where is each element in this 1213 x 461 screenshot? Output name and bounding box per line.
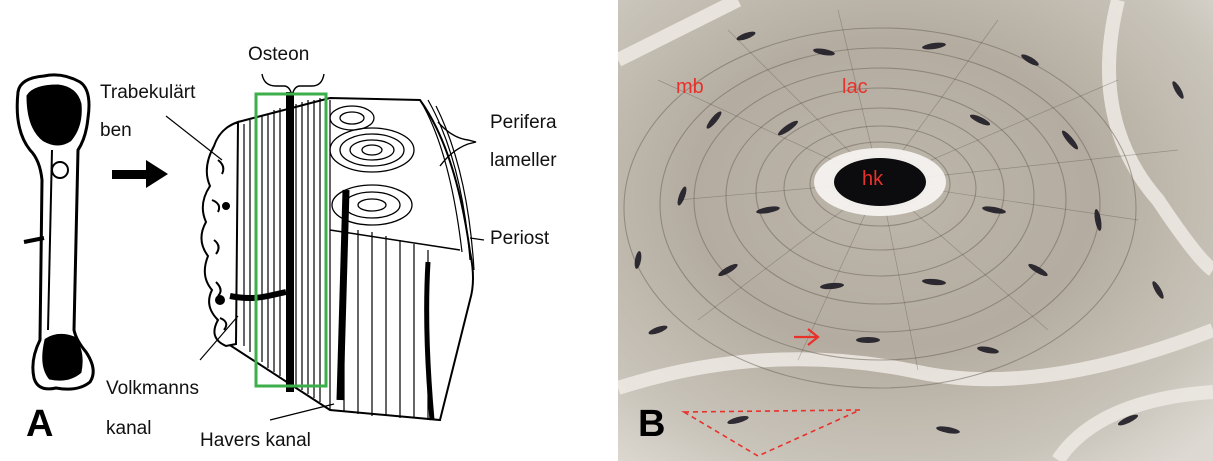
label-havers-kanal: Havers kanal (200, 430, 311, 452)
micrograph-image (618, 0, 1213, 461)
label-trabekulart-line1: Trabekulärt (100, 82, 195, 104)
label-volkmanns-line1: Volkmanns (106, 378, 199, 400)
label-perifera-line2: lameller (490, 150, 557, 172)
panel-b-letter: B (638, 404, 665, 444)
direction-arrow (112, 160, 168, 188)
label-trabekulart-line2: ben (100, 120, 132, 142)
long-bone-illustration (17, 75, 93, 389)
label-lac: lac (842, 76, 868, 98)
panel-a-letter: A (26, 404, 53, 444)
label-hk: hk (862, 168, 883, 190)
panel-a-bone-schematic: Osteon Trabekulärt ben Perifera lameller… (0, 0, 600, 461)
trabecular-bone-rim (201, 122, 238, 346)
label-osteon: Osteon (248, 44, 309, 66)
label-perifera-line1: Perifera (490, 112, 557, 134)
label-volkmanns-line2: kanal (106, 418, 151, 440)
label-periost: Periost (490, 228, 549, 250)
label-mb: mb (676, 76, 704, 98)
panel-b-bone-micrograph: mb lac hk B (618, 0, 1213, 461)
osteon-haversian-canal (286, 92, 294, 392)
